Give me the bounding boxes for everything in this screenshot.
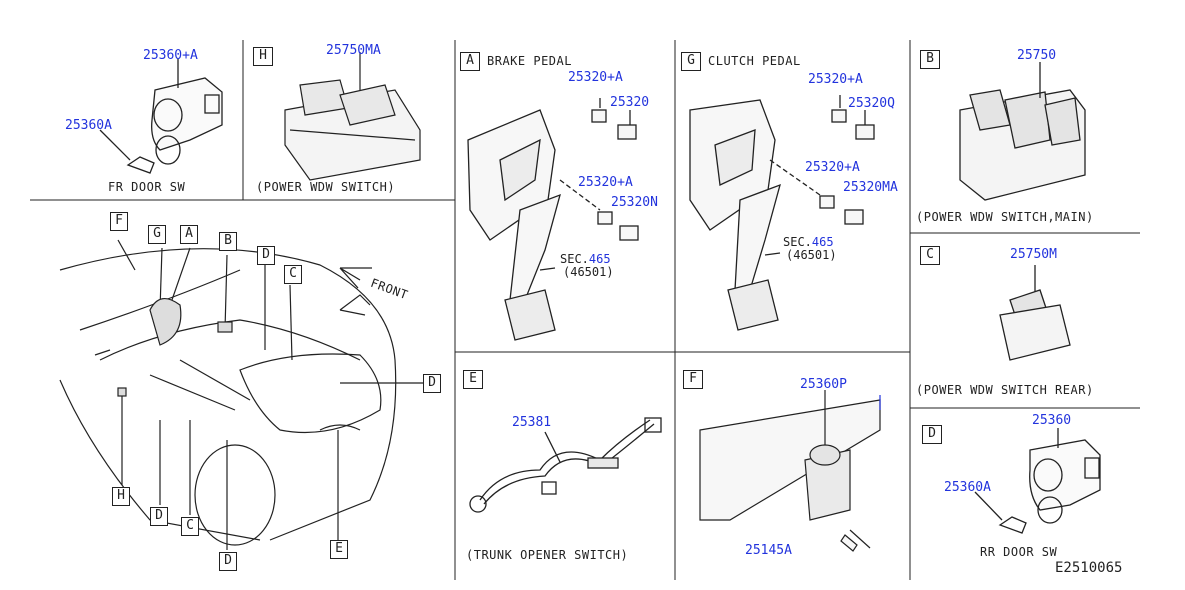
part-number-label: 25320+A xyxy=(578,175,633,190)
car-callout-box: F xyxy=(110,212,128,231)
part-number-label: 25381 xyxy=(512,415,552,430)
panel-letter-box: D xyxy=(922,425,942,444)
panel-caption: FR DOOR SW xyxy=(108,180,186,194)
panel-title: CLUTCH PEDAL xyxy=(708,54,801,68)
part-number-label: 25320 xyxy=(610,95,650,110)
part-number-label: 25750M xyxy=(1010,247,1057,262)
panel-caption: RR DOOR SW xyxy=(980,545,1058,559)
fr-door-switch-drawing xyxy=(99,58,223,174)
front-arrow-icon xyxy=(339,267,372,289)
part-number-label: 25320+A xyxy=(568,70,623,85)
panel-caption: (TRUNK OPENER SWITCH) xyxy=(466,548,629,562)
car-callout-box: D xyxy=(423,374,441,393)
part-number-label: 25360+A xyxy=(143,48,198,63)
car-callout-box: E xyxy=(330,540,348,559)
part-number-label: 25750 xyxy=(1017,48,1057,63)
car-callout-box: G xyxy=(148,225,166,244)
car-callout-box: D xyxy=(219,552,237,571)
panel-letter-box: H xyxy=(253,47,273,66)
car-callout-box: B xyxy=(219,232,237,251)
panel-caption: (POWER WDW SWITCH REAR) xyxy=(916,383,1094,397)
part-number-label: 25360A xyxy=(65,118,112,133)
panel-letter-box: G xyxy=(681,52,701,71)
section-subreference: (46501) xyxy=(786,248,837,262)
panel-letter-box: F xyxy=(683,370,703,389)
section-reference: SEC.465 xyxy=(783,235,834,249)
section-reference: SEC.465 xyxy=(560,252,611,266)
car-callout-box: H xyxy=(112,487,130,506)
panel-caption: (POWER WDW SWITCH,MAIN) xyxy=(916,210,1094,224)
panel-letter-box: C xyxy=(920,246,940,265)
brake-pedal-drawing xyxy=(467,98,639,341)
panel-letter-box: B xyxy=(920,50,940,69)
car-callout-box: D xyxy=(257,246,275,265)
power-window-switch-rear-drawing xyxy=(999,265,1071,361)
vehicle-drawing xyxy=(59,239,423,550)
part-number-label: 25320Q xyxy=(848,96,895,111)
car-callout-box: A xyxy=(180,225,198,244)
part-number-label: 25320N xyxy=(611,195,658,210)
car-callout-box: D xyxy=(150,507,168,526)
panel-caption: (POWER WDW SWITCH) xyxy=(256,180,396,194)
diagram-code: E2510065 xyxy=(1055,560,1123,576)
part-number-label: 25750MA xyxy=(326,43,381,58)
clutch-pedal-drawing xyxy=(689,95,875,331)
part-number-label: 25320MA xyxy=(843,180,898,195)
power-window-switch-h-drawing xyxy=(284,52,421,181)
car-callout-box: C xyxy=(284,265,302,284)
part-number-label: 25360A xyxy=(944,480,991,495)
part-number-label: 25360P xyxy=(800,377,847,392)
rr-door-switch-drawing xyxy=(974,428,1101,534)
panel-letter-box: A xyxy=(460,52,480,71)
section-subreference: (46501) xyxy=(563,265,614,279)
part-number-label: 25360 xyxy=(1032,413,1072,428)
door-switch-bracket-drawing xyxy=(699,390,881,552)
power-window-switch-main-drawing xyxy=(959,62,1086,201)
part-number-label: 25320+A xyxy=(808,72,863,87)
part-number-label: 25320+A xyxy=(805,160,860,175)
part-number-label: 25145A xyxy=(745,543,792,558)
car-callout-box: C xyxy=(181,517,199,536)
panel-title: BRAKE PEDAL xyxy=(487,54,572,68)
panel-letter-box: E xyxy=(463,370,483,389)
trunk-opener-switch-drawing xyxy=(469,417,662,513)
